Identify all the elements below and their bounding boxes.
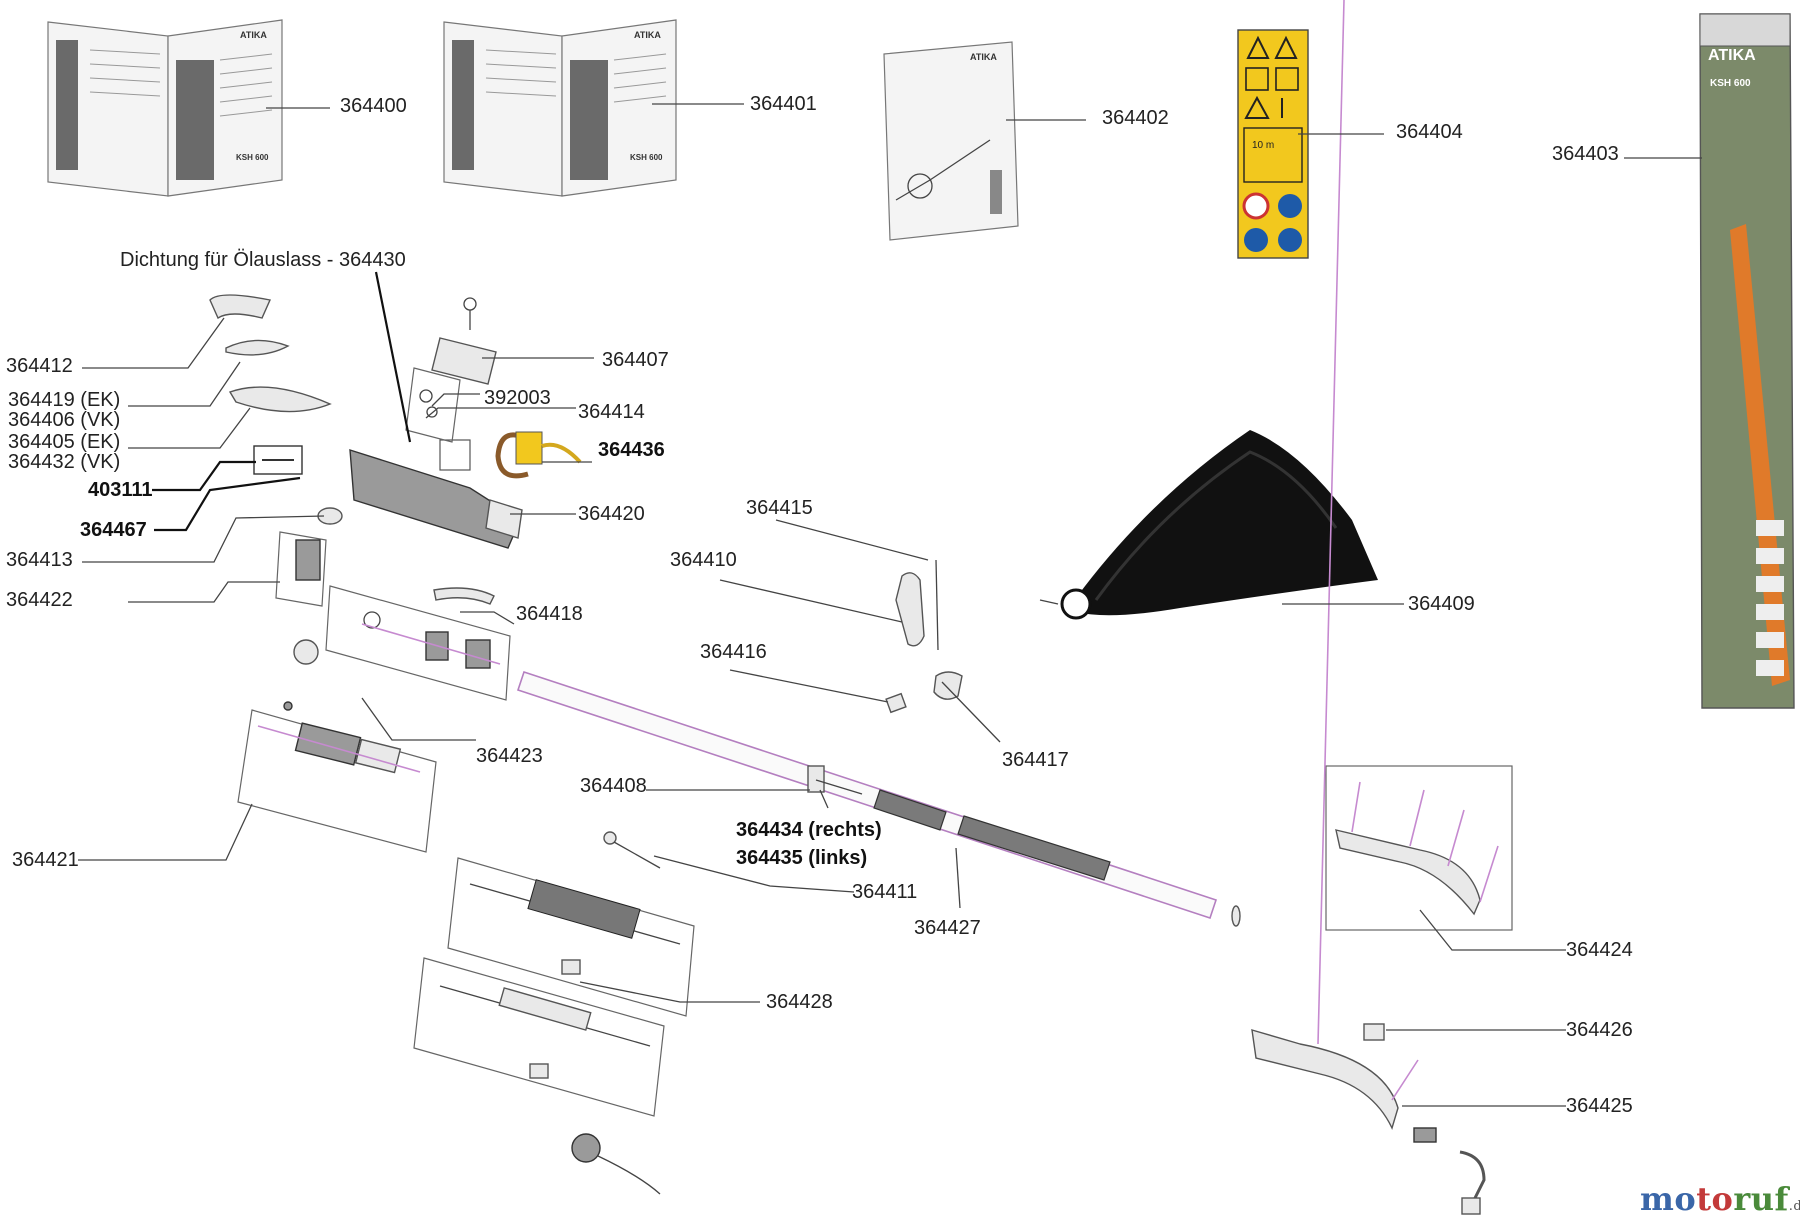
label-364426: 364426 xyxy=(1566,1019,1633,1041)
part-labels: 364400 364401 364402 364404 364403 Dicht… xyxy=(6,93,1633,1117)
label-364405: 364405 (EK) xyxy=(8,431,120,453)
box-brand: ATIKA xyxy=(1708,47,1756,64)
label-364435: 364435 (links) xyxy=(736,847,867,869)
label-364436: 364436 xyxy=(598,439,665,461)
bracket-364407 xyxy=(431,297,497,385)
label-364406: 364406 (VK) xyxy=(8,409,120,431)
label-364425: 364425 xyxy=(1566,1095,1633,1117)
logo-part3: ruf xyxy=(1733,1180,1789,1218)
label-364418: 364418 xyxy=(516,603,583,625)
label-364424: 364424 xyxy=(1566,939,1633,961)
label-364414: 364414 xyxy=(578,401,645,423)
manual-model: KSH 600 xyxy=(630,153,663,162)
label-364417: 364417 xyxy=(1002,749,1069,771)
wrench-364411 xyxy=(603,831,661,869)
clip-364416 xyxy=(885,692,907,714)
logo-part2: to xyxy=(1696,1180,1734,1218)
gearbox-364420 xyxy=(349,439,523,549)
shaft-parts-364418 xyxy=(325,585,511,701)
rear-handle-364424 xyxy=(1325,765,1513,931)
label-364410: 364410 xyxy=(670,549,737,571)
label-364421: 364421 xyxy=(12,849,79,871)
switch-364426 xyxy=(1363,1023,1385,1041)
handle-364410 xyxy=(895,559,939,651)
handle-364425 xyxy=(1251,0,1437,1143)
warning-label-364404: 10 m xyxy=(1237,29,1309,259)
label-364422: 364422 xyxy=(6,589,73,611)
header-label: Dichtung für Ölauslass - 364430 xyxy=(120,249,406,271)
strap-364409 xyxy=(1039,430,1378,620)
sprocket-364423 xyxy=(283,639,319,711)
file-tool-403111 xyxy=(253,445,303,475)
chain-364419 xyxy=(225,339,290,356)
chain-guard-364412 xyxy=(209,294,271,320)
label-364415: 364415 xyxy=(746,497,813,519)
label-364432: 364432 (VK) xyxy=(8,451,120,473)
manual-brand: ATIKA xyxy=(634,30,661,40)
cable-gland xyxy=(571,1133,661,1195)
label-364409: 364409 xyxy=(1408,593,1475,615)
pole-364427 xyxy=(516,670,1241,927)
label-364420: 364420 xyxy=(578,503,645,525)
manual-364401: ATIKA KSH 600 xyxy=(443,19,677,197)
label-364400: 364400 xyxy=(340,95,407,117)
guide-bar-364405 xyxy=(228,386,332,413)
label-364407: 364407 xyxy=(602,349,669,371)
label-403111: 403111 xyxy=(88,479,153,501)
label-364412: 364412 xyxy=(6,355,73,377)
clamp-364417 xyxy=(933,671,963,700)
label-364403: 364403 xyxy=(1552,143,1619,165)
label-392003: 392003 xyxy=(484,387,551,409)
label-364413: 364413 xyxy=(6,549,73,571)
manual-brand: ATIKA xyxy=(970,52,997,62)
label-364419: 364419 (EK) xyxy=(8,389,120,411)
logo-tld: .de xyxy=(1788,1199,1800,1214)
parts-frame-364414 xyxy=(405,367,461,443)
motor-parts-364428 xyxy=(413,857,695,1117)
manual-364400: ATIKA KSH 600 xyxy=(47,19,283,197)
label-364411: 364411 xyxy=(852,881,917,903)
clamp-364408 xyxy=(807,765,863,795)
manual-brand: ATIKA xyxy=(240,30,267,40)
label-364428: 364428 xyxy=(766,991,833,1013)
label-364423: 364423 xyxy=(476,745,543,767)
label-364416: 364416 xyxy=(700,641,767,663)
motor-assembly-364421 xyxy=(237,709,437,853)
label-364404: 364404 xyxy=(1396,121,1463,143)
warning-distance: 10 m xyxy=(1252,140,1274,151)
logo-part1: mo xyxy=(1640,1180,1697,1218)
product-box-364403: ATIKA KSH 600 xyxy=(1699,13,1795,709)
oil-tank-364422 xyxy=(275,531,327,607)
label-364402: 364402 xyxy=(1102,107,1169,129)
label-364401: 364401 xyxy=(750,93,817,115)
manual-model: KSH 600 xyxy=(236,153,269,162)
power-cord xyxy=(1459,1150,1486,1215)
label-364408: 364408 xyxy=(580,775,647,797)
label-364467: 364467 xyxy=(80,519,147,541)
oil-pump-364436 xyxy=(495,431,582,479)
label-364427: 364427 xyxy=(914,917,981,939)
label-364434: 364434 (rechts) xyxy=(736,819,882,841)
leaflet-364402: ATIKA xyxy=(883,41,1019,241)
motoruf-logo: motoruf.de xyxy=(1640,1180,1800,1218)
leader-lines xyxy=(78,103,1702,1107)
box-model: KSH 600 xyxy=(1710,78,1751,89)
